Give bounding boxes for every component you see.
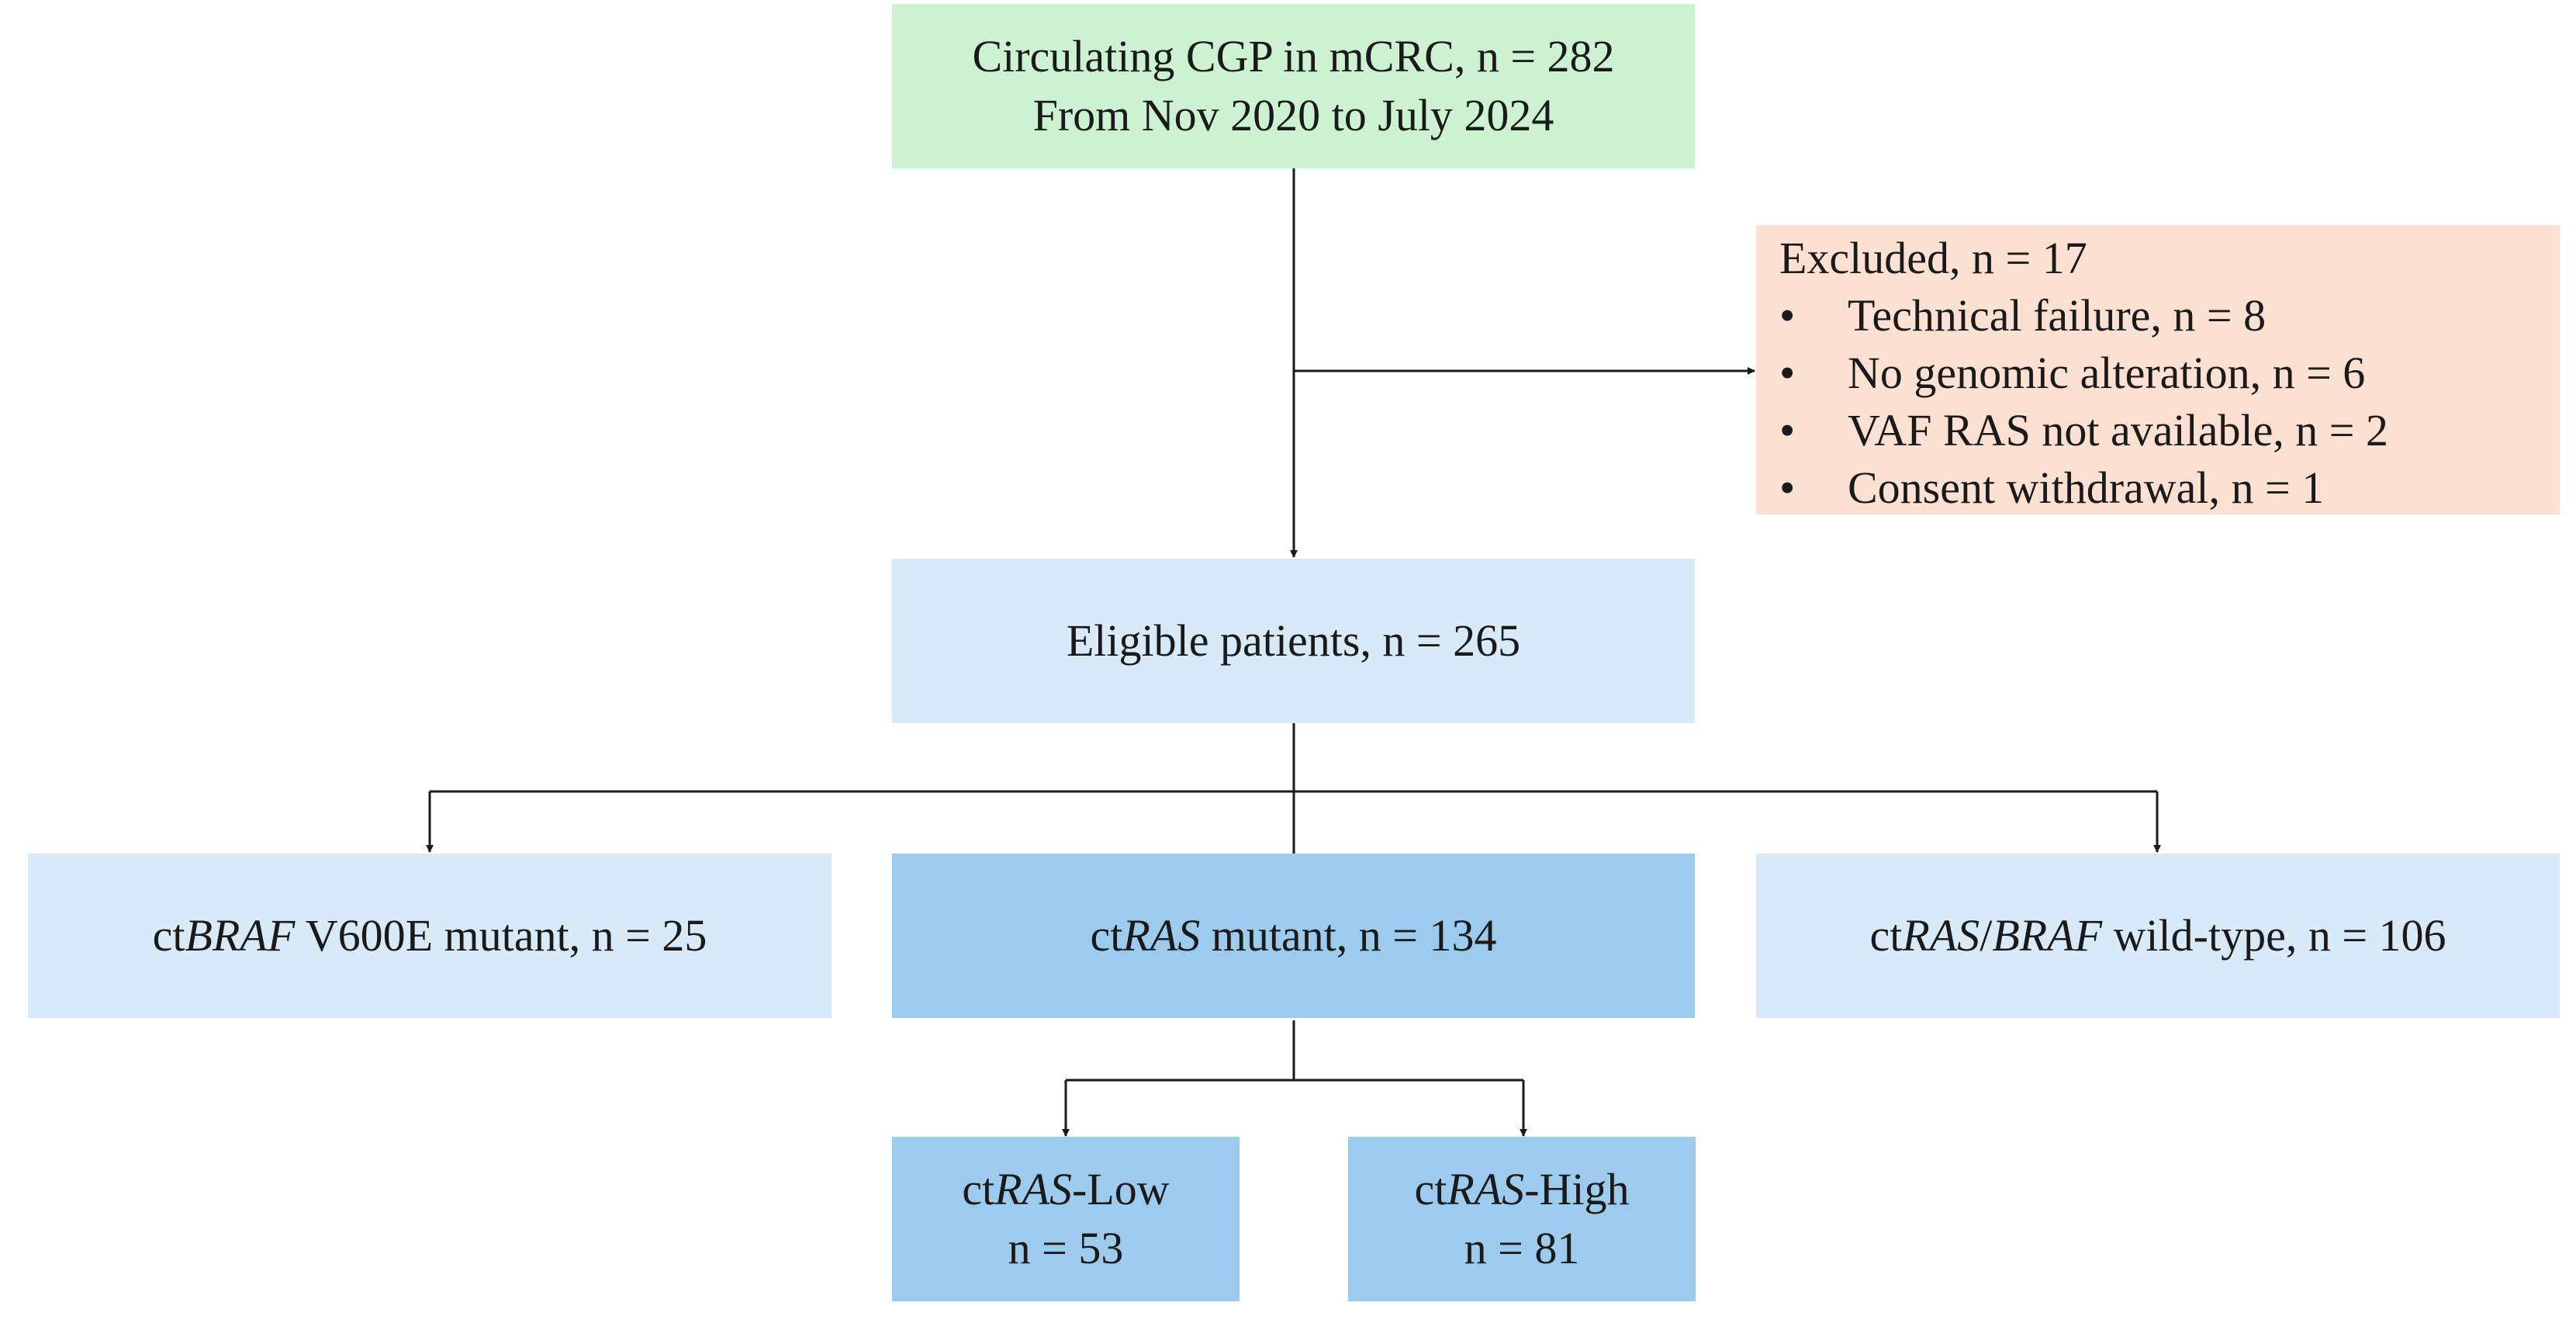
braf-mutant-label: ctBRAF V600E mutant, n = 25 xyxy=(153,906,707,965)
bullet-icon: • xyxy=(1779,290,1796,341)
braf-prefix: ct xyxy=(152,910,185,961)
ras-high-count: n = 81 xyxy=(1464,1223,1580,1273)
excluded-item-label: Technical failure, n = 8 xyxy=(1848,290,2267,341)
wildtype-box: ctRAS/BRAF wild-type, n = 106 xyxy=(1756,854,2560,1018)
wildtype-suffix: wild-type, n = 106 xyxy=(2102,910,2446,961)
ras-low-suffix: -Low xyxy=(1072,1164,1170,1214)
wildtype-gene1: RAS xyxy=(1902,910,1980,961)
excluded-box: Excluded, n = 17 • Technical failure, n … xyxy=(1756,225,2560,514)
excluded-item: • No genomic alteration, n = 6 xyxy=(1779,345,2365,402)
start-line1: Circulating CGP in mCRC, n = 282 xyxy=(972,31,1615,81)
excluded-item-label: No genomic alteration, n = 6 xyxy=(1848,348,2366,398)
excluded-title: Excluded, n = 17 xyxy=(1779,233,2087,283)
start-box: Circulating CGP in mCRC, n = 282 From No… xyxy=(892,4,1695,168)
ras-low-prefix: ct xyxy=(962,1164,995,1214)
eligible-label: Eligible patients, n = 265 xyxy=(1066,615,1521,666)
excluded-item: • Consent withdrawal, n = 1 xyxy=(1779,459,2324,517)
braf-suffix: V600E mutant, n = 25 xyxy=(295,910,707,961)
ras-high-suffix: -High xyxy=(1524,1164,1630,1214)
wildtype-gene2: BRAF xyxy=(1992,910,2103,961)
ras-mutant-box: ctRAS mutant, n = 134 xyxy=(892,854,1695,1018)
ras-high-label: ctRAS-High xyxy=(1414,1160,1629,1219)
braf-gene: BRAF xyxy=(185,910,296,961)
wildtype-label: ctRAS/BRAF wild-type, n = 106 xyxy=(1869,906,2446,965)
braf-mutant-box: ctBRAF V600E mutant, n = 25 xyxy=(28,854,832,1018)
ras-high-box: ctRAS-High n = 81 xyxy=(1348,1137,1696,1301)
wildtype-sep: / xyxy=(1980,910,1993,961)
ras-gene: RAS xyxy=(1122,910,1201,961)
bullet-icon: • xyxy=(1779,405,1796,455)
ras-low-box: ctRAS-Low n = 53 xyxy=(892,1137,1240,1301)
excluded-item-label: Consent withdrawal, n = 1 xyxy=(1848,462,2325,513)
wildtype-prefix: ct xyxy=(1869,910,1903,961)
ras-prefix: ct xyxy=(1090,910,1123,961)
ras-suffix: mutant, n = 134 xyxy=(1200,910,1497,961)
eligible-box: Eligible patients, n = 265 xyxy=(892,559,1695,723)
ras-low-gene: RAS xyxy=(994,1164,1073,1214)
ras-high-prefix: ct xyxy=(1414,1164,1447,1214)
bullet-icon: • xyxy=(1779,462,1796,513)
ras-low-label: ctRAS-Low xyxy=(962,1160,1169,1219)
bullet-icon: • xyxy=(1779,348,1796,398)
ras-low-count: n = 53 xyxy=(1008,1223,1124,1273)
ras-mutant-label: ctRAS mutant, n = 134 xyxy=(1090,906,1496,965)
start-line2: From Nov 2020 to July 2024 xyxy=(1032,90,1554,140)
excluded-item-label: VAF RAS not available, n = 2 xyxy=(1848,405,2389,455)
excluded-item: • Technical failure, n = 8 xyxy=(1779,287,2266,345)
ras-high-gene: RAS xyxy=(1447,1164,1525,1214)
excluded-item: • VAF RAS not available, n = 2 xyxy=(1779,402,2388,459)
